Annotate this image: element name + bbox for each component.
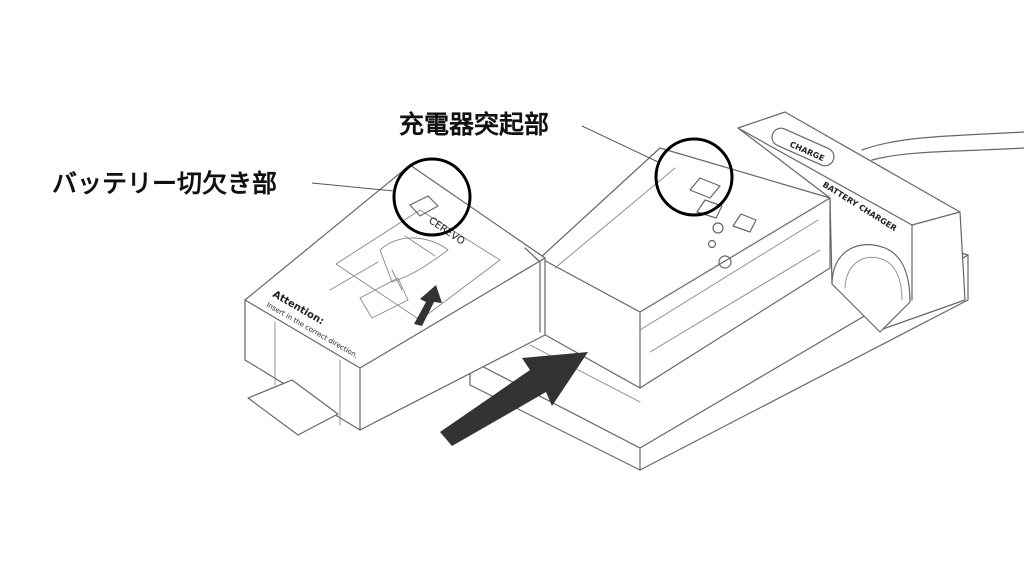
power-cable-edge (871, 147, 1024, 161)
charger-protrusion-circle (654, 137, 734, 217)
charge-button (771, 127, 835, 167)
charger-cradle (539, 147, 831, 389)
power-cable (861, 131, 1024, 151)
charger-protrusion-leader (581, 125, 659, 163)
battery-direction-arrow (414, 285, 442, 326)
insertion-arrow (440, 352, 588, 446)
battery-tab (247, 379, 339, 436)
battery-notch-label: バッテリー切欠き部 (52, 169, 278, 198)
battery-notch-leader (311, 182, 395, 192)
charger-head (737, 111, 966, 333)
charger-protrusion-label: 充電器突起部 (399, 110, 550, 139)
battery-notch-circle (392, 157, 472, 237)
